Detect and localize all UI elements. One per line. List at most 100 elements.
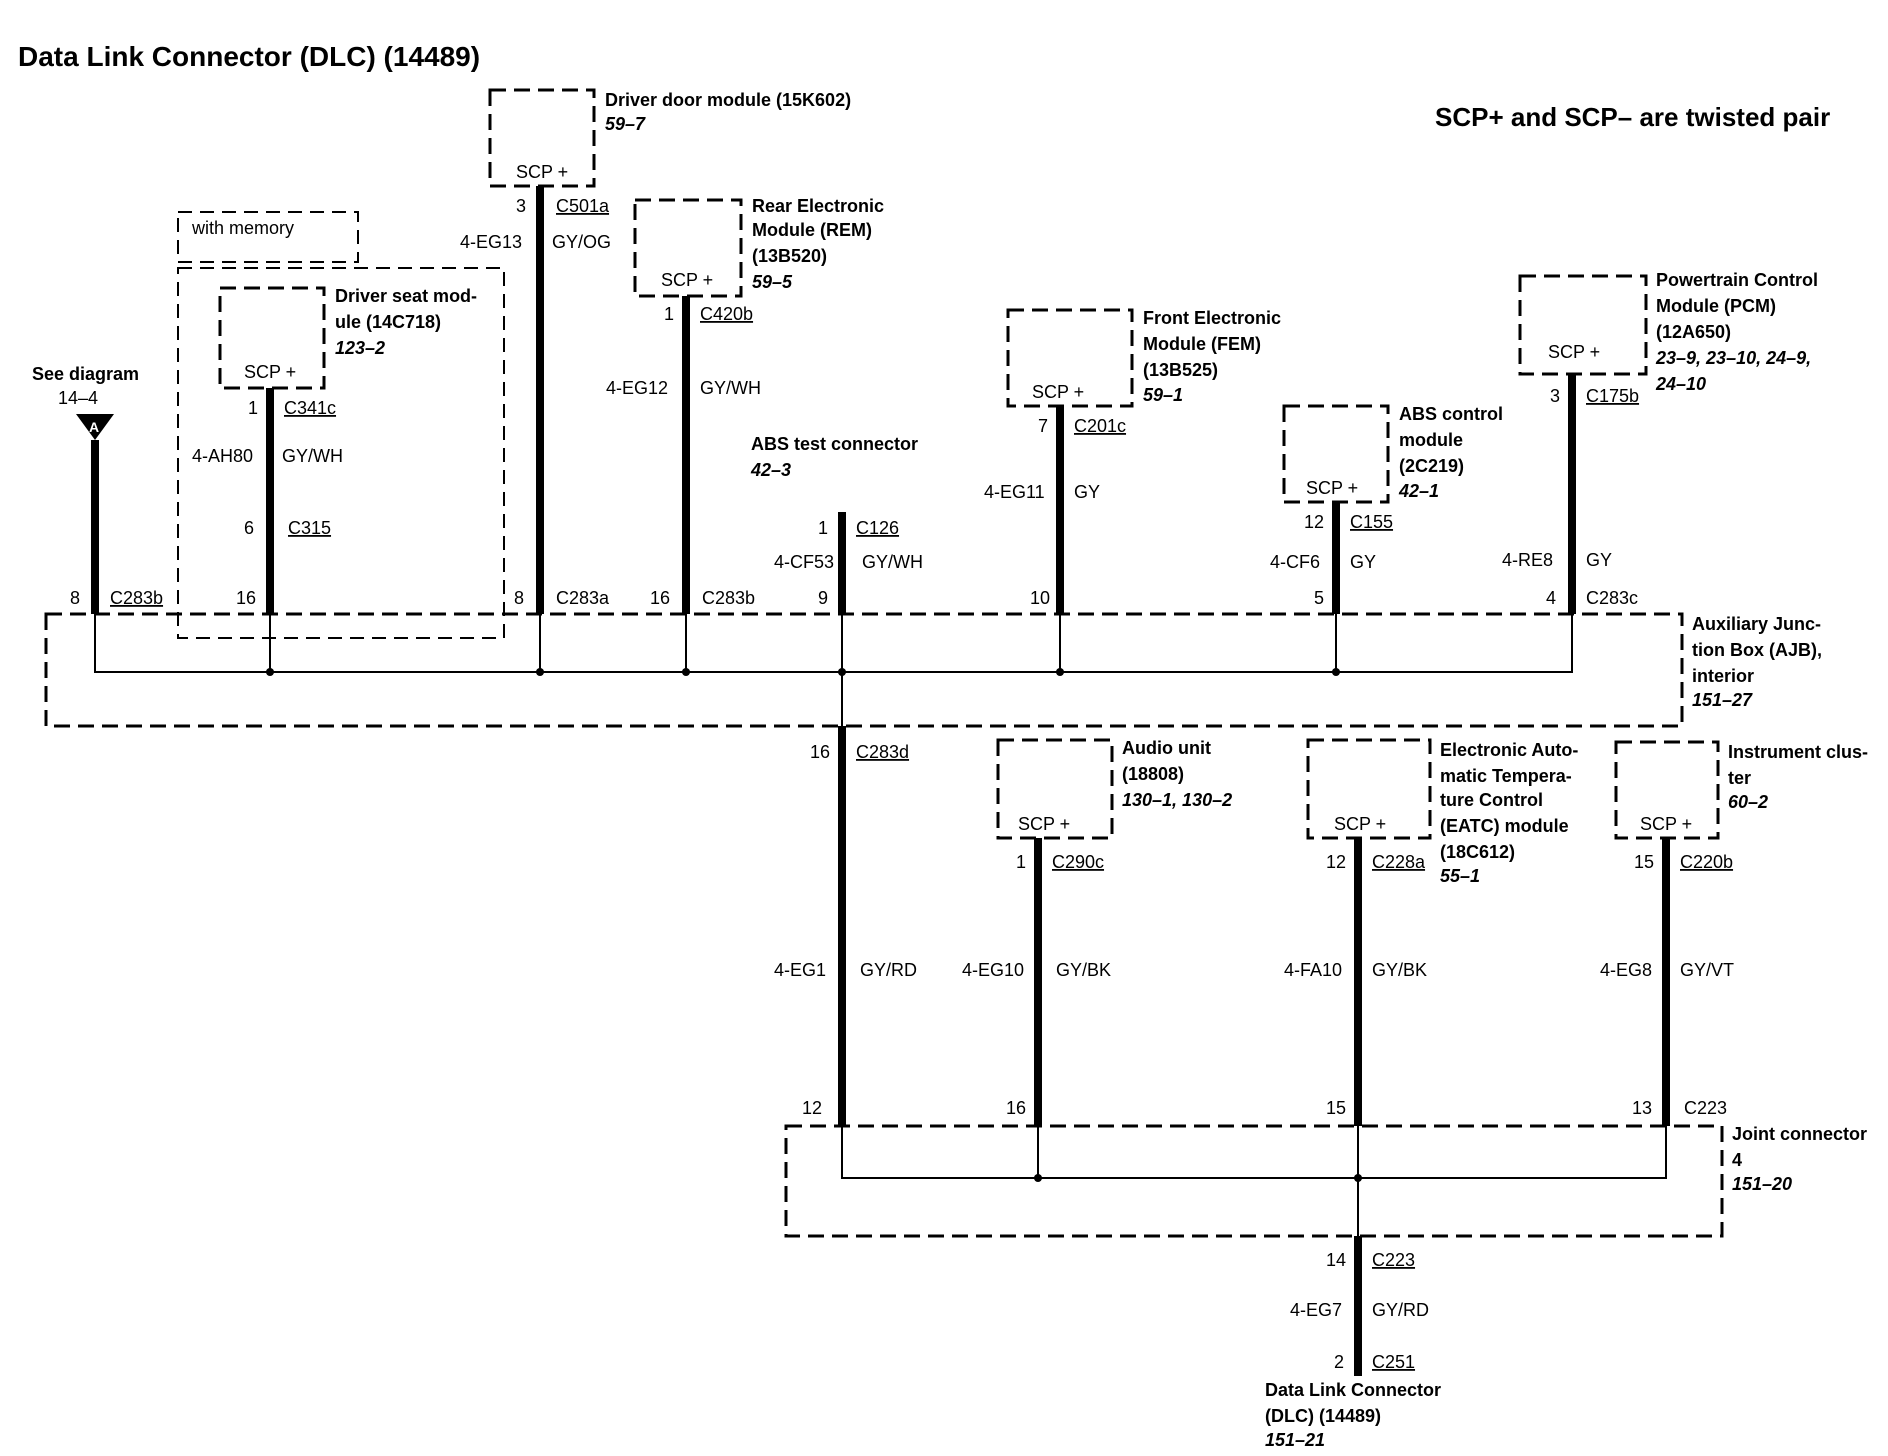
circuit-number: 4-CF53 bbox=[774, 552, 834, 572]
connector-id: C220b bbox=[1680, 852, 1733, 872]
pcm-name-line: Module (PCM) bbox=[1656, 296, 1776, 316]
eatc-ref: 55–1 bbox=[1440, 866, 1480, 886]
wire-color: GY bbox=[1350, 552, 1376, 572]
pin-number: 12 bbox=[802, 1098, 822, 1118]
connector-a-marker: A bbox=[89, 419, 99, 435]
pin-number: 1 bbox=[664, 304, 674, 324]
ajb-box bbox=[44, 612, 1684, 728]
eatc-box bbox=[1306, 738, 1432, 840]
splice-dot bbox=[682, 668, 690, 676]
wire-color: GY/VT bbox=[1680, 960, 1734, 980]
pin-number: 14 bbox=[1326, 1250, 1346, 1270]
with-memory-box bbox=[177, 211, 359, 263]
fem-name-line: Module (FEM) bbox=[1143, 334, 1261, 354]
pin-number: 2 bbox=[1334, 1352, 1344, 1372]
circuit-number: 4-CF6 bbox=[1270, 552, 1320, 572]
rem-name-line: Rear Electronic bbox=[752, 196, 884, 216]
pin-number: 10 bbox=[1030, 588, 1050, 608]
driver-door-module-ref: 59–7 bbox=[605, 114, 646, 134]
pin-number: 12 bbox=[1326, 852, 1346, 872]
scp-label: SCP + bbox=[1018, 814, 1070, 834]
pin-number: 16 bbox=[650, 588, 670, 608]
splice-dot bbox=[1056, 668, 1064, 676]
ajb-internal-bus bbox=[94, 614, 1573, 673]
circuit-number: 4-EG1 bbox=[774, 960, 826, 980]
wire-color: GY bbox=[1074, 482, 1100, 502]
rem-name-line: Module (REM) bbox=[752, 220, 872, 240]
circuit-number: 4-EG8 bbox=[1600, 960, 1652, 980]
scp-label: SCP + bbox=[1032, 382, 1084, 402]
fem-box bbox=[1006, 308, 1134, 408]
pin-number: 1 bbox=[248, 398, 258, 418]
circuit-number: 4-RE8 bbox=[1502, 550, 1553, 570]
joint-internal-bus bbox=[841, 1126, 1667, 1179]
connector-id: C223 bbox=[1372, 1250, 1415, 1270]
abs-name-line: ABS control bbox=[1399, 404, 1503, 424]
splice-dot bbox=[1354, 1174, 1362, 1182]
eatc-name-line: ture Control bbox=[1440, 790, 1543, 810]
pcm-ref-line: 23–9, 23–10, 24–9, bbox=[1655, 348, 1811, 368]
connector-id: C223 bbox=[1684, 1098, 1727, 1118]
connector-id: C315 bbox=[288, 518, 331, 538]
audio-ref: 130–1, 130–2 bbox=[1122, 790, 1232, 810]
pcm-box bbox=[1518, 274, 1648, 376]
splice-dot bbox=[1332, 668, 1340, 676]
pin-number: 5 bbox=[1314, 588, 1324, 608]
see-diagram-label: See diagram bbox=[32, 364, 139, 384]
eatc-name-line: Electronic Auto- bbox=[1440, 740, 1578, 760]
page-title: Data Link Connector (DLC) (14489) bbox=[18, 41, 480, 72]
pin-number: 6 bbox=[244, 518, 254, 538]
connector-a-icon bbox=[76, 414, 114, 440]
pin-number: 13 bbox=[1632, 1098, 1652, 1118]
rem-name-line: (13B520) bbox=[752, 246, 827, 266]
scp-label: SCP + bbox=[1640, 814, 1692, 834]
circuit-number: 4-EG11 bbox=[984, 482, 1045, 502]
wire-color: GY/BK bbox=[1056, 960, 1111, 980]
audio-unit-box bbox=[996, 738, 1114, 840]
connector-id: C283b bbox=[110, 588, 163, 608]
fem-ref: 59–1 bbox=[1143, 385, 1183, 405]
joint-name-line: 4 bbox=[1732, 1150, 1742, 1170]
connector-id: C283a bbox=[556, 588, 610, 608]
wire-color: GY/BK bbox=[1372, 960, 1427, 980]
pin-number: 1 bbox=[818, 518, 828, 538]
scp-label: SCP + bbox=[516, 162, 568, 182]
connector-id: C155 bbox=[1350, 512, 1393, 532]
dlc-name-line: Data Link Connector bbox=[1265, 1380, 1441, 1400]
wire-color: GY bbox=[1586, 550, 1612, 570]
pin-number: 16 bbox=[1006, 1098, 1026, 1118]
connector-id: C175b bbox=[1586, 386, 1639, 406]
abs-name-line: (2C219) bbox=[1399, 456, 1464, 476]
abs-name-line: module bbox=[1399, 430, 1463, 450]
driver-door-module-name: Driver door module (15K602) bbox=[605, 90, 851, 110]
pin-number: 1 bbox=[1016, 852, 1026, 872]
pin-number: 15 bbox=[1634, 852, 1654, 872]
pin-number: 8 bbox=[70, 588, 80, 608]
splice-dot bbox=[838, 668, 846, 676]
driver-seat-ref: 123–2 bbox=[335, 338, 385, 358]
connector-id: C283c bbox=[1586, 588, 1638, 608]
connector-id: C290c bbox=[1052, 852, 1104, 872]
connector-id: C420b bbox=[700, 304, 753, 324]
splice-dot bbox=[1034, 1174, 1042, 1182]
connector-id: C228a bbox=[1372, 852, 1426, 872]
connector-id: C251 bbox=[1372, 1352, 1415, 1372]
ajb-ref: 151–27 bbox=[1692, 690, 1753, 710]
pin-number: 3 bbox=[1550, 386, 1560, 406]
wire-color: GY/WH bbox=[862, 552, 923, 572]
pcm-ref-line: 24–10 bbox=[1655, 374, 1706, 394]
eatc-name-line: matic Tempera- bbox=[1440, 766, 1572, 786]
joint-ref: 151–20 bbox=[1732, 1174, 1792, 1194]
ajb-name-line: interior bbox=[1692, 666, 1754, 686]
ajb-name-line: Auxiliary Junc- bbox=[1692, 614, 1821, 634]
joint-name-line: Joint connector bbox=[1732, 1124, 1867, 1144]
connector-id: C283d bbox=[856, 742, 909, 762]
scp-label: SCP + bbox=[1334, 814, 1386, 834]
pin-number: 15 bbox=[1326, 1098, 1346, 1118]
pin-number: 7 bbox=[1038, 416, 1048, 436]
pin-number: 4 bbox=[1546, 588, 1556, 608]
driver-seat-name-line: Driver seat mod- bbox=[335, 286, 477, 306]
pin-number: 16 bbox=[236, 588, 256, 608]
scp-label: SCP + bbox=[1548, 342, 1600, 362]
wire-color: GY/RD bbox=[860, 960, 917, 980]
